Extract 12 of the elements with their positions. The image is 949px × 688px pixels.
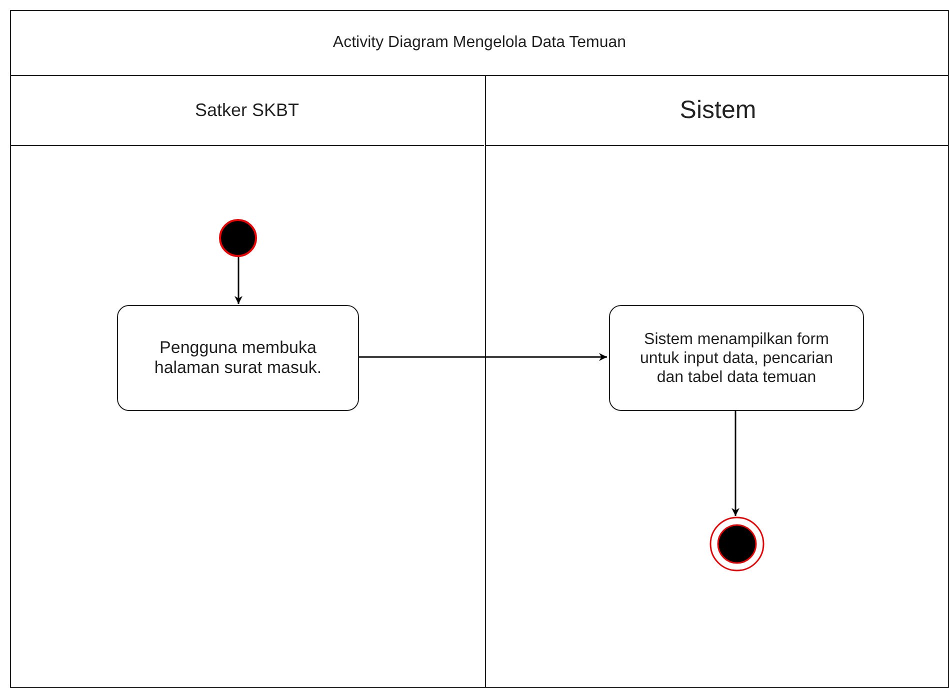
action-box: Pengguna membuka halaman surat masuk.	[117, 305, 359, 411]
lane-header: Satker SKBT	[10, 76, 484, 146]
lane-header: Sistem	[486, 76, 949, 146]
initial-node	[218, 218, 258, 258]
arrow	[234, 257, 242, 304]
pool-header: Activity Diagram Mengelola Data Temuan	[11, 11, 948, 76]
arrow	[732, 410, 740, 516]
arrow	[359, 353, 607, 361]
action-box: Sistem menampilkan form untuk input data, pencarian dan tabel data temuan	[609, 305, 864, 411]
swimlane	[485, 76, 949, 688]
swimlane-pool	[10, 10, 949, 688]
final-node	[709, 516, 765, 572]
